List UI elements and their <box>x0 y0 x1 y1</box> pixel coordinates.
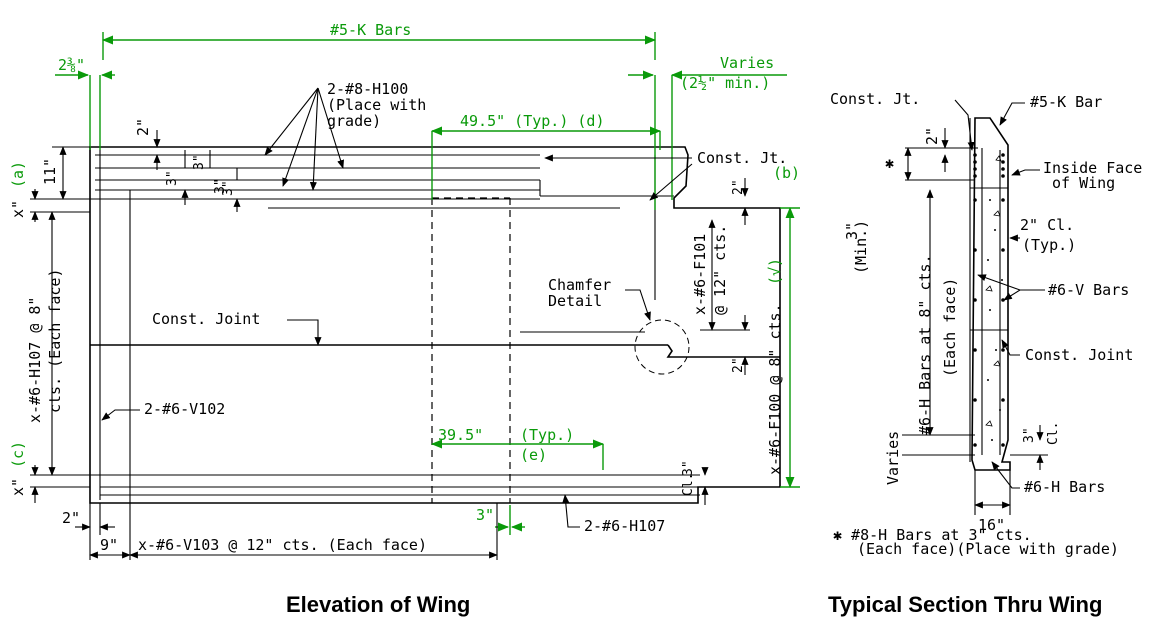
dim-16in-label: 16" <box>978 516 1005 534</box>
wing-outline <box>89 146 781 504</box>
f100-tag: (√) <box>766 258 784 285</box>
chamfer-notch <box>666 344 780 358</box>
h107-bottom-label: 2-#6-H107 <box>584 517 665 535</box>
dim-3in-a-label: 3" <box>165 170 180 186</box>
cl-label: Cl. <box>681 473 696 496</box>
x-c-label: x" <box>9 478 27 496</box>
section-h-bars-label-2: (Each face) <box>941 278 959 377</box>
dim-2in-bottom-label: 2" <box>62 509 80 527</box>
dim-3in-b-label: 3" <box>192 154 207 170</box>
typ-e-value: 39.5" <box>438 426 483 444</box>
note-line-2: (Each face)(Place with grade) <box>857 540 1119 558</box>
dim-11in-label: 11" <box>41 158 59 185</box>
star-mark: ✱ <box>885 154 894 172</box>
f101-label-1: x-#6-F101 <box>691 234 709 315</box>
min-3in-label-2: (Min.) <box>852 220 870 274</box>
typ-d-label: 49.5" (Typ.) (d) <box>460 112 605 130</box>
note-line-1: ✱ #8-H Bars at 3" cts. <box>833 526 1032 544</box>
dim-2in-right2-label: 2" <box>731 357 746 373</box>
typ-e-typ: (Typ.) <box>520 426 574 444</box>
section-h-bars-label-1: #6-H Bars at 8" cts. <box>916 254 934 435</box>
chamfer-label-1: Chamfer <box>548 276 611 294</box>
section-view <box>902 99 1048 515</box>
elevation-view <box>30 32 800 560</box>
dim-2in-top-label: 2" <box>134 118 152 136</box>
dim-2in-right1-label: 2" <box>731 179 746 195</box>
v102-label: 2-#6-V102 <box>144 400 225 418</box>
h100-label-3: grade) <box>327 112 381 130</box>
f101-label-2: @ 12" cts. <box>711 225 729 315</box>
varies-min-label: (2½" min.) <box>680 74 770 92</box>
h-bars-bottom-label: #6-H Bars <box>1024 478 1105 496</box>
inside-face-label-1: Inside Face <box>1043 159 1142 177</box>
x-a-label: x" <box>9 200 27 218</box>
dim-3in-c-label: 3" <box>213 178 228 194</box>
const-joint-label: Const. Joint <box>152 310 260 328</box>
section-const-jt-label: Const. Jt. <box>830 90 920 108</box>
x-c-tag: (c) <box>9 441 27 468</box>
varies-label: Varies <box>720 54 774 72</box>
section-labels: Const. Jt. #5-K Bar 2" ✱ Inside Face of … <box>828 90 1142 617</box>
k-bars-label: #5-K Bars <box>330 21 411 39</box>
cl-2in-label: 2" Cl. <box>1020 216 1074 234</box>
h-bar-dots <box>973 153 1005 447</box>
v103-label: x-#6-V103 @ 12" cts. (Each face) <box>138 536 427 554</box>
chamfer-label-2: Detail <box>548 292 602 310</box>
elevation-caption: Elevation of Wing <box>286 592 470 617</box>
k-bar-label: #5-K Bar <box>1030 93 1102 111</box>
v-bars-label: #6-V Bars <box>1048 281 1129 299</box>
min-3in-label-1: 3" <box>843 222 861 240</box>
typ-e-tag: (e) <box>520 446 547 464</box>
dim-3in-bottom-label: 3" <box>476 506 494 524</box>
inside-face-label-2: of Wing <box>1052 174 1115 192</box>
x-a-tag: (a) <box>9 161 27 188</box>
section-caption: Typical Section Thru Wing <box>828 592 1102 617</box>
dim-9in-label: 9" <box>100 536 118 554</box>
elevation-labels: #5-K Bars 2⅜" Varies (2½" min.) 2-#8-H10… <box>9 21 800 617</box>
section-outline <box>971 117 1011 471</box>
const-jt-label: Const. Jt. <box>697 149 787 167</box>
typ-label: (Typ.) <box>1022 236 1076 254</box>
chamfer-detail-circle <box>634 319 690 375</box>
f100-label: x-#6-F100 @ 8" cts. <box>766 303 784 475</box>
h100-label-2: (Place with <box>327 96 426 114</box>
concrete-hatch <box>985 155 1003 441</box>
const-jt-b-label: (b) <box>773 164 800 182</box>
section-dim-2in-label: 2" <box>923 127 941 145</box>
h100-label-1: 2-#8-H100 <box>327 80 408 98</box>
cl-3in-label: 3" <box>681 460 696 476</box>
offset-2-3-8-label: 2⅜" <box>58 56 85 74</box>
section-cl-label: Cl. <box>1046 422 1061 445</box>
h107-label-2: cts. (Each face) <box>46 269 64 414</box>
h107-label-1: x-#6-H107 @ 8" <box>26 297 44 423</box>
section-varies-label: Varies <box>884 431 902 485</box>
section-cl-3in-label: 3" <box>1022 427 1037 443</box>
section-const-joint-label: Const. Joint <box>1025 346 1133 364</box>
dim-3in-d-label: 3" <box>221 180 236 196</box>
